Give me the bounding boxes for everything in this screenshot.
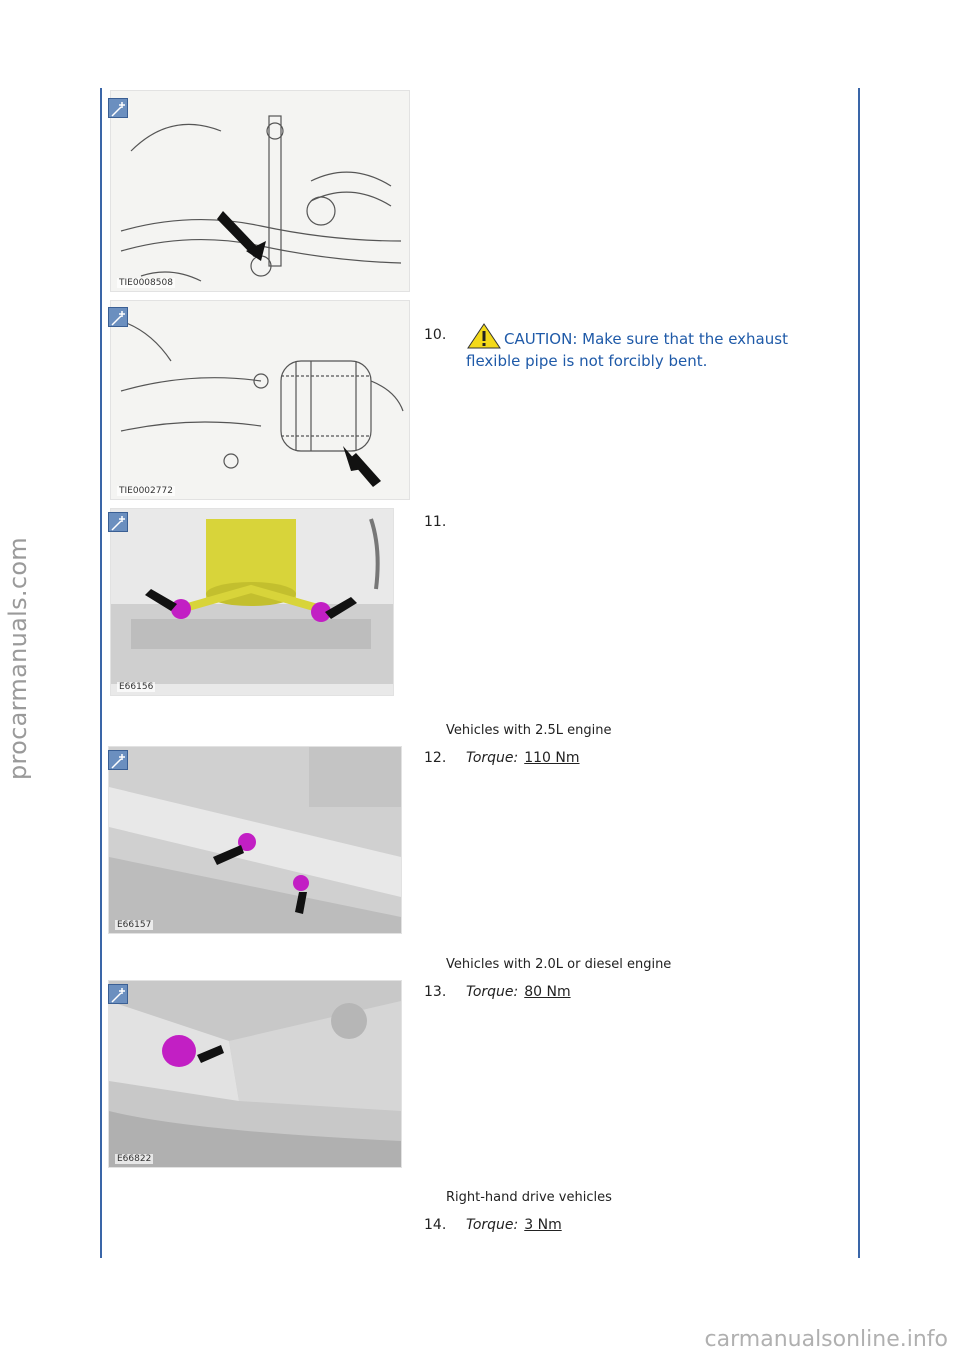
torque-label: Torque: — [466, 984, 519, 1000]
torque-label: Torque: — [466, 750, 519, 766]
torque-spec: Torque: 80 Nm — [466, 984, 571, 1000]
bottom-watermark: carmanualsonline.info — [704, 1327, 948, 1352]
render-engine-mount-bolts — [109, 747, 401, 933]
torque-value-link[interactable]: 3 Nm — [524, 1217, 562, 1233]
condition-note: Right-hand drive vehicles — [446, 1190, 612, 1205]
step-number: 13. — [424, 984, 447, 1000]
caution-note: CAUTION: Make sure that the exhaust flex… — [466, 322, 836, 372]
figure-id-label: TIE0008508 — [117, 278, 175, 288]
zoom-image-button[interactable] — [108, 307, 128, 327]
right-margin-rule — [858, 88, 860, 1258]
step-number: 12. — [424, 750, 447, 766]
zoom-image-button[interactable] — [108, 512, 128, 532]
torque-spec: Torque: 3 Nm — [466, 1217, 562, 1233]
condition-note: Vehicles with 2.5L engine — [446, 723, 612, 738]
caution-text: CAUTION: Make sure that the exhaust flex… — [466, 330, 788, 370]
step-number: 10. — [424, 327, 447, 343]
torque-value-link[interactable]: 80 Nm — [524, 984, 571, 1000]
figure-e66822: E66822 — [108, 980, 402, 1168]
figure-e66157: E66157 — [108, 746, 402, 934]
figure-id-label: TIE0002772 — [117, 486, 175, 496]
zoom-image-button[interactable] — [108, 750, 128, 770]
magnify-plus-icon — [111, 754, 125, 769]
line-drawing-suspension-link — [120, 115, 402, 282]
step-number: 14. — [424, 1217, 447, 1233]
magnify-plus-icon — [111, 311, 125, 326]
zoom-image-button[interactable] — [108, 984, 128, 1004]
condition-note: Vehicles with 2.0L or diesel engine — [446, 957, 672, 972]
render-rear-mount-bolt — [109, 981, 401, 1167]
figure-id-label: E66157 — [115, 920, 154, 930]
left-margin-rule — [100, 88, 102, 1258]
figure-tie0008508: TIE0008508 — [110, 90, 410, 292]
step-number: 11. — [424, 514, 447, 530]
render-crossmember-mount — [111, 518, 393, 684]
figure-id-label: E66822 — [115, 1154, 154, 1164]
zoom-image-button[interactable] — [108, 98, 128, 118]
magnify-plus-icon — [111, 516, 125, 531]
figure-e66156: E66156 — [110, 508, 394, 696]
magnify-plus-icon — [111, 102, 125, 117]
magnify-plus-icon — [111, 988, 125, 1003]
figure-tie0002772: TIE0002772 — [110, 300, 410, 500]
torque-spec: Torque: 110 Nm — [466, 750, 580, 766]
line-drawing-exhaust-pipe — [120, 320, 404, 487]
torque-label: Torque: — [466, 1217, 519, 1233]
warning-triangle-icon — [467, 323, 501, 349]
figure-id-label: E66156 — [117, 682, 156, 692]
torque-value-link[interactable]: 110 Nm — [524, 750, 580, 766]
side-watermark: procarmanuals.com — [4, 537, 32, 780]
